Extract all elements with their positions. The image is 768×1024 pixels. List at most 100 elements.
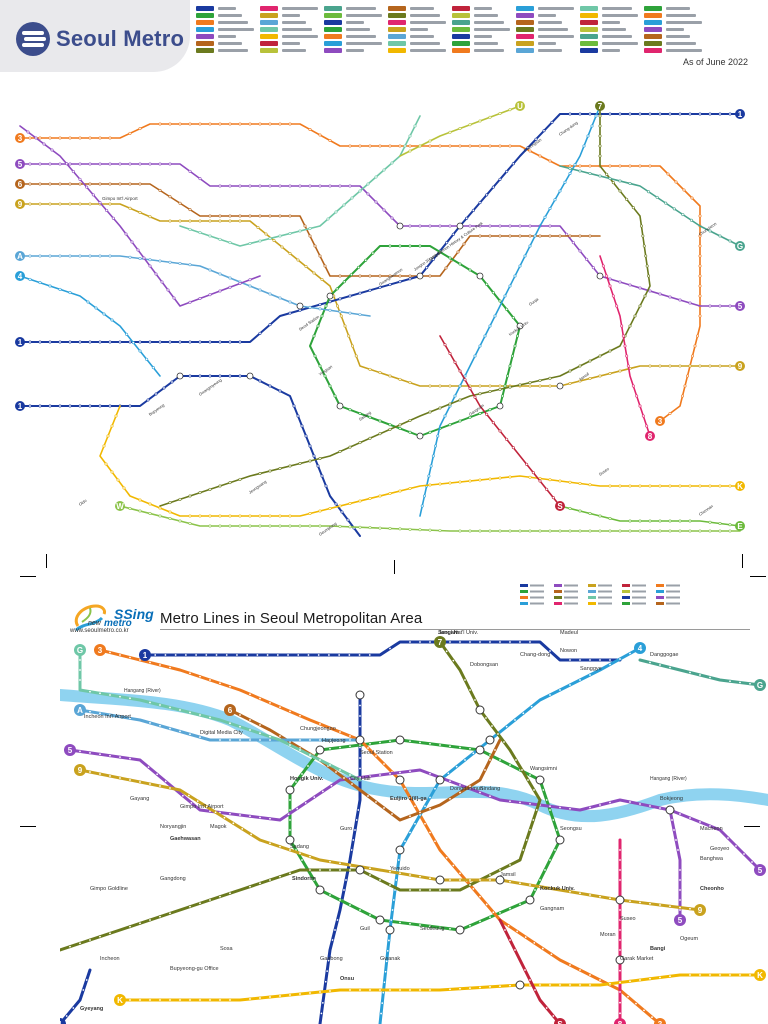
station-dot (358, 704, 362, 708)
station-dot (618, 918, 622, 922)
station-dot (308, 738, 312, 742)
station-dot (658, 663, 662, 667)
station-dot (548, 808, 552, 812)
station-dot (298, 524, 302, 528)
station-dot (312, 271, 316, 275)
station-label: Guil (360, 926, 370, 932)
station-dot (386, 949, 390, 953)
station-dot (188, 169, 192, 173)
station-dot (598, 529, 602, 533)
station-dot (568, 506, 572, 510)
station-dot (601, 264, 605, 268)
station-dot (408, 814, 412, 818)
station-dot (708, 675, 712, 679)
route-line (378, 646, 642, 1024)
station-dot (258, 996, 262, 1000)
station-dot (249, 832, 253, 836)
line-badge (754, 864, 766, 876)
station-dot (158, 663, 162, 667)
station-dot (708, 529, 712, 533)
station-dot (334, 770, 338, 774)
station-dot (238, 374, 242, 378)
station-dot (368, 415, 372, 419)
station-dot (647, 274, 651, 278)
station-dot (218, 122, 222, 126)
station-dot (428, 483, 432, 487)
station-dot (533, 888, 537, 892)
legend-text (346, 14, 382, 17)
station-dot (568, 480, 572, 484)
station-dot (588, 483, 592, 487)
station-dot (358, 525, 362, 529)
station-dot (408, 149, 412, 153)
station-dot (590, 124, 594, 128)
station-dot (88, 162, 92, 166)
station-dot (388, 526, 392, 530)
station-dot (188, 227, 192, 231)
station-dot (28, 182, 32, 186)
station-dot (218, 374, 222, 378)
station-dot (648, 804, 652, 808)
station-dot (68, 136, 72, 140)
station-dot (258, 184, 262, 188)
station-dot (478, 201, 482, 205)
station-dot (658, 519, 662, 523)
line-badge-label: A (77, 706, 83, 715)
station-dot (498, 144, 502, 148)
route-line (119, 505, 741, 532)
station-dot (693, 344, 697, 348)
station-dot (218, 484, 222, 488)
station-dot (278, 466, 282, 470)
station-dot (148, 340, 152, 344)
station-dot (478, 985, 482, 989)
line-badge-label: 5 (758, 866, 763, 875)
station-dot (68, 945, 72, 949)
station-dot (508, 763, 512, 767)
station-dot (358, 908, 362, 912)
station-dot (478, 119, 482, 123)
line-badge (15, 271, 25, 281)
website-url[interactable]: www.seoulmetro.co.kr (70, 628, 129, 634)
station-dot (490, 724, 494, 728)
legend-chip (196, 34, 214, 39)
station-dot (268, 384, 272, 388)
station-dot (750, 860, 754, 864)
legend-chip (516, 20, 534, 25)
logo-sub-metro: metro (104, 618, 132, 629)
station-dot (258, 731, 262, 735)
station-dot (218, 681, 222, 685)
legend-chip (516, 13, 534, 18)
station-dot (228, 524, 232, 528)
station-dot (458, 640, 462, 644)
legend-text (666, 584, 680, 587)
station-dot (296, 653, 300, 657)
station-dot (530, 705, 534, 709)
station-dot (88, 182, 92, 186)
station-dot (418, 244, 422, 248)
station-label: Seongsu (560, 826, 582, 832)
route-line (638, 658, 762, 687)
station-dot (588, 806, 592, 810)
station-dot (518, 264, 522, 268)
station-dot (458, 791, 462, 795)
station-dot (531, 818, 535, 822)
station-dot (658, 112, 662, 116)
station-dot (110, 470, 114, 474)
station-dot (658, 529, 662, 533)
station-dot (538, 234, 542, 238)
station-dot (718, 364, 722, 368)
station-dot (258, 524, 262, 528)
station-dot (491, 910, 495, 914)
station-dot (327, 959, 331, 963)
station-dot (528, 529, 532, 533)
station-dot (138, 998, 142, 1002)
station-dot (208, 998, 212, 1002)
station-dot (555, 828, 559, 832)
station-label: Gangdong (160, 876, 186, 882)
station-dot (608, 371, 612, 375)
station-dot (668, 974, 672, 978)
station-dot (328, 868, 332, 872)
line-badge (735, 481, 745, 491)
station-label: Gimpo Goldline (90, 886, 128, 892)
station-dot (408, 739, 412, 743)
